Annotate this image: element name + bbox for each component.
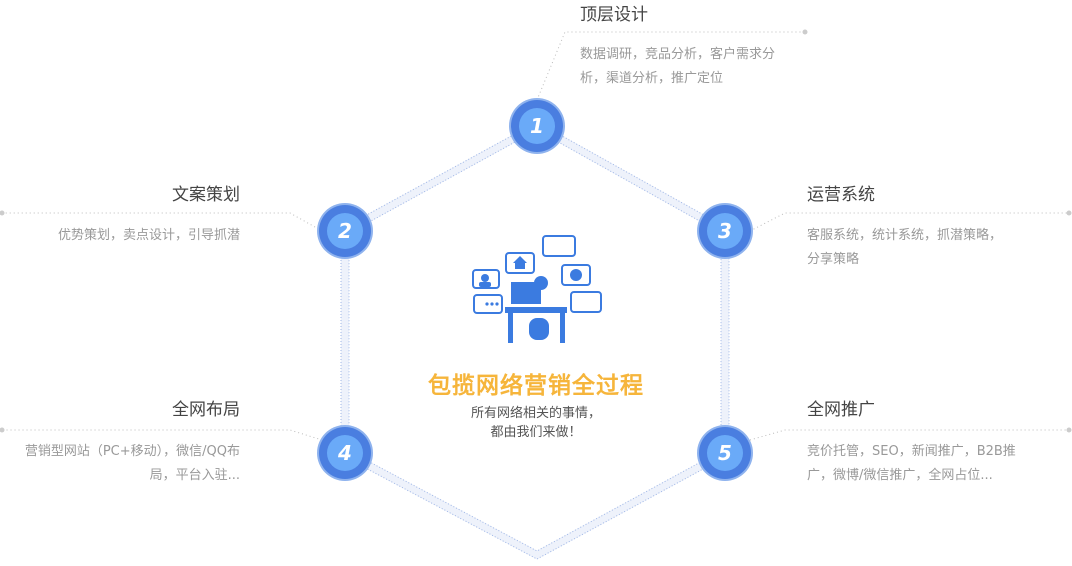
step-2-desc: 优势策划，卖点设计，引导抓潜 xyxy=(57,228,240,243)
step-3-title: 运营系统 xyxy=(807,185,875,205)
step-1-desc: 数据调研，竞品分析，客户需求分析，渠道分析，推广定位 xyxy=(580,47,776,86)
step-2-node[interactable]: 2 xyxy=(319,205,371,257)
step-1-title: 顶层设计 xyxy=(580,5,648,25)
step-3-node[interactable]: 3 xyxy=(699,205,751,257)
center-subtitle: 所有网络相关的事情， 都由我们来做！ xyxy=(420,404,652,442)
step-5-title: 全网推广 xyxy=(807,400,875,420)
center-title: 包揽网络营销全过程 xyxy=(428,373,644,399)
step-2-title: 文案策划 xyxy=(172,185,240,205)
step-1-node[interactable]: 1 xyxy=(511,100,563,152)
step-5-desc: 竞价托管，SEO，新闻推广，B2B推广，微博/微信推广，全网占位... xyxy=(807,444,1016,483)
step-5-node[interactable]: 5 xyxy=(699,427,751,479)
step-3-desc: 客服系统，统计系统，抓潜策略，分享策略 xyxy=(807,228,1003,267)
step-4-desc: 营销型网站（PC+移动），微信/QQ布局，平台入驻... xyxy=(24,444,240,483)
step-4-node[interactable]: 4 xyxy=(319,427,371,479)
center-subtitle-line2: 都由我们来做！ xyxy=(490,425,582,440)
desk-worker-icon xyxy=(472,235,602,314)
step-4-title: 全网布局 xyxy=(172,400,240,420)
center-subtitle-line1: 所有网络相关的事情， xyxy=(470,406,601,421)
